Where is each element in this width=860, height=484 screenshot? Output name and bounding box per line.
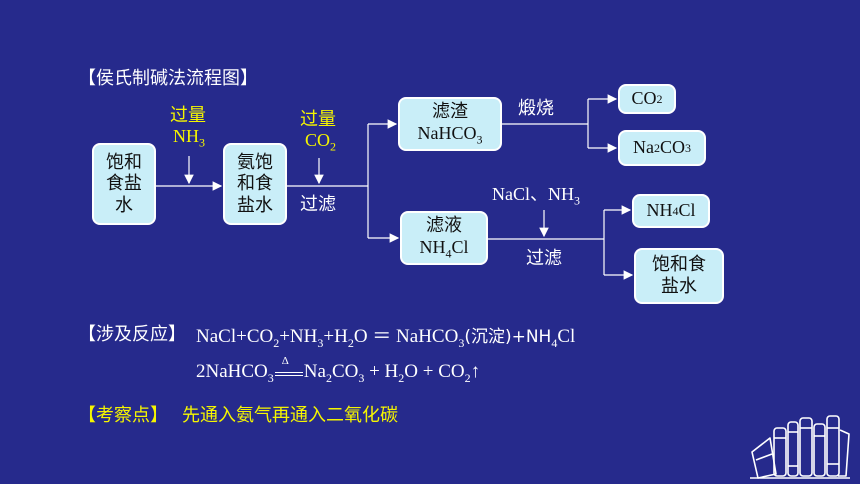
heat-equals-sign: Δ <box>274 355 304 381</box>
calcine-label: 煅烧 <box>518 98 554 119</box>
diagram-title: 【侯氏制碱法流程图】 <box>78 68 258 89</box>
reagent-co2-formula: CO2 <box>305 130 337 154</box>
box-filtrate: 滤液 NH4Cl <box>400 211 488 265</box>
box-text: 饱和 <box>106 151 142 173</box>
keypoint-text: 先通入氨气再通入二氧化碳 <box>182 405 398 426</box>
box-text: 滤液 <box>426 215 462 237</box>
box-brine-output: 饱和食 盐水 <box>634 248 724 304</box>
box-text: 饱和食 <box>652 254 706 276</box>
box-formula: NaHCO3 <box>417 122 483 147</box>
filter-label: 过滤 <box>300 194 336 215</box>
reagent-co2-label: 过量 <box>300 109 336 130</box>
delta-symbol: Δ <box>281 354 289 367</box>
books-icon <box>750 415 850 479</box>
reactions-header: 【涉及反应】 <box>78 324 186 345</box>
box-text: 食盐 <box>106 173 142 195</box>
box-text: 滤渣 <box>432 101 468 123</box>
reagent-nh3-label: 过量 <box>170 105 206 126</box>
equation-1: NaCl+CO2+NH3+H2O ＝ NaHCO3(沉淀)+NH4Cl <box>196 326 576 350</box>
box-text: 盐水 <box>237 194 273 216</box>
box-text: 和食 <box>237 173 273 195</box>
box-text: 盐水 <box>661 276 697 297</box>
box-text: 氨饱 <box>237 151 273 173</box>
box-ammoniated-brine: 氨饱 和食 盐水 <box>223 143 287 225</box>
reagent-nh3-formula: NH3 <box>173 126 205 150</box>
add-reagents-label: NaCl、NH3 <box>492 184 580 208</box>
box-residue: 滤渣 NaHCO3 <box>398 97 502 151</box>
filter2-label: 过滤 <box>526 248 562 269</box>
keypoint-header: 【考察点】 <box>78 405 168 426</box>
box-formula: NH4Cl <box>419 236 469 261</box>
keypoint: 【考察点】先通入氨气再通入二氧化碳 <box>78 401 398 427</box>
box-text: 水 <box>115 194 133 216</box>
box-saturated-brine: 饱和 食盐 水 <box>92 143 156 225</box>
